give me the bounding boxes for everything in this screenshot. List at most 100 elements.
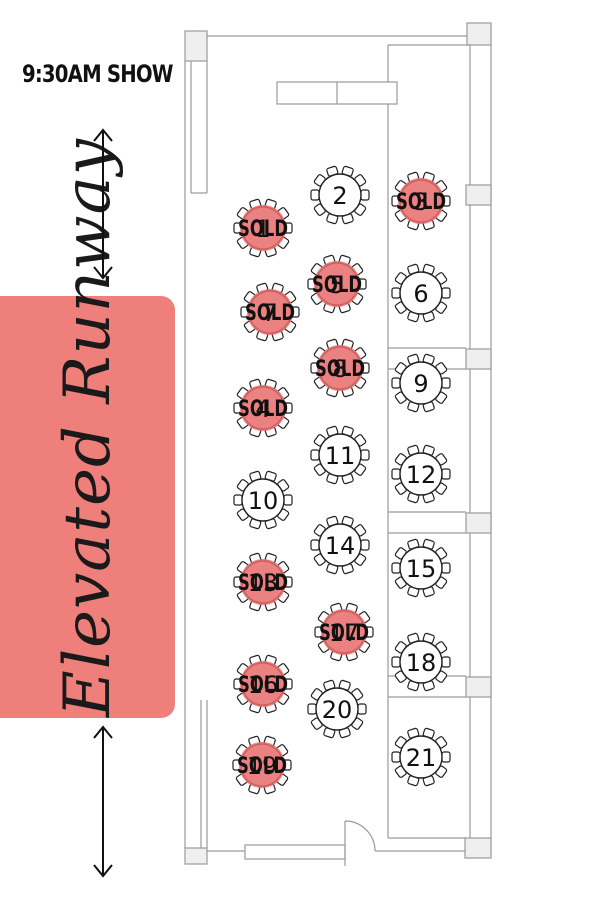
sold-label: SOLD	[245, 301, 295, 326]
sold-label: SOLD	[238, 397, 288, 422]
table-14[interactable]: 14	[310, 515, 370, 575]
table-number: 17	[329, 619, 360, 647]
table-number: 5	[329, 271, 344, 299]
sold-label: SOLD	[238, 673, 288, 698]
sold-label: SOLD	[312, 273, 362, 298]
chair	[441, 656, 451, 668]
chair	[310, 189, 320, 201]
sold-label: SOLD	[396, 190, 446, 215]
chair	[310, 539, 320, 551]
table-top	[399, 735, 443, 779]
table-10[interactable]: 10	[233, 470, 293, 530]
chair	[360, 449, 370, 461]
sold-marker	[314, 261, 360, 307]
table-12[interactable]: 12	[391, 444, 451, 504]
chair	[310, 449, 320, 461]
chair	[391, 751, 401, 763]
elevated-runway	[0, 296, 175, 718]
table-top	[318, 173, 362, 217]
chair	[441, 562, 451, 574]
chair	[391, 656, 401, 668]
chair	[441, 287, 451, 299]
chair	[360, 189, 370, 201]
table-number: 8	[332, 355, 347, 383]
sold-marker	[321, 609, 367, 655]
arrow-up-down-icon	[93, 725, 113, 878]
table-number: 18	[406, 649, 437, 677]
chair	[441, 751, 451, 763]
sold-marker	[240, 559, 286, 605]
table-15[interactable]: 15	[391, 538, 451, 598]
table-top	[399, 271, 443, 315]
chair	[360, 539, 370, 551]
sold-marker	[247, 289, 293, 335]
chair	[391, 562, 401, 574]
table-top	[399, 361, 443, 405]
table-top	[399, 640, 443, 684]
table-top	[315, 687, 359, 731]
chair	[283, 494, 293, 506]
sold-label: SOLD	[319, 621, 369, 646]
sold-marker	[317, 345, 363, 391]
sold-marker	[239, 742, 285, 788]
table-number: 7	[262, 299, 277, 327]
table-6[interactable]: 6	[391, 263, 451, 323]
table-9[interactable]: 9	[391, 353, 451, 413]
show-time-title: 9:30AM SHOW	[22, 60, 174, 88]
table-20[interactable]: 20	[307, 679, 367, 739]
table-18[interactable]: 18	[391, 632, 451, 692]
chair	[441, 468, 451, 480]
table-number: 15	[406, 555, 437, 583]
chair	[391, 468, 401, 480]
sold-label: SOLD	[238, 571, 288, 596]
table-number: 20	[322, 696, 353, 724]
table-number: 4	[255, 395, 270, 423]
table-number: 3	[413, 188, 428, 216]
chair	[233, 494, 243, 506]
table-number: 14	[325, 532, 356, 560]
table-top	[318, 523, 362, 567]
sold-marker	[240, 205, 286, 251]
table-number: 19	[247, 752, 278, 780]
chair	[391, 377, 401, 389]
table-top	[318, 433, 362, 477]
sold-label: SOLD	[238, 217, 288, 242]
sold-marker	[240, 661, 286, 707]
chair	[441, 377, 451, 389]
table-top	[241, 478, 285, 522]
table-number: 16	[248, 671, 279, 699]
table-21[interactable]: 21	[391, 727, 451, 787]
table-number: 12	[406, 461, 437, 489]
chair	[307, 703, 317, 715]
room-walls	[184, 22, 492, 866]
table-2[interactable]: 2	[310, 165, 370, 225]
table-number: 21	[406, 744, 437, 772]
table-number: 1	[255, 215, 270, 243]
chair	[391, 287, 401, 299]
table-number: 6	[413, 280, 428, 308]
chair	[357, 703, 367, 715]
table-number: 13	[248, 569, 279, 597]
arrow-up-down-icon	[93, 128, 113, 280]
table-top	[399, 452, 443, 496]
table-11[interactable]: 11	[310, 425, 370, 485]
table-number: 9	[413, 370, 428, 398]
table-number: 10	[248, 487, 279, 515]
sold-marker	[240, 385, 286, 431]
table-top	[399, 546, 443, 590]
table-number: 2	[332, 182, 347, 210]
sold-marker	[398, 178, 444, 224]
sold-label: SOLD	[237, 754, 287, 779]
